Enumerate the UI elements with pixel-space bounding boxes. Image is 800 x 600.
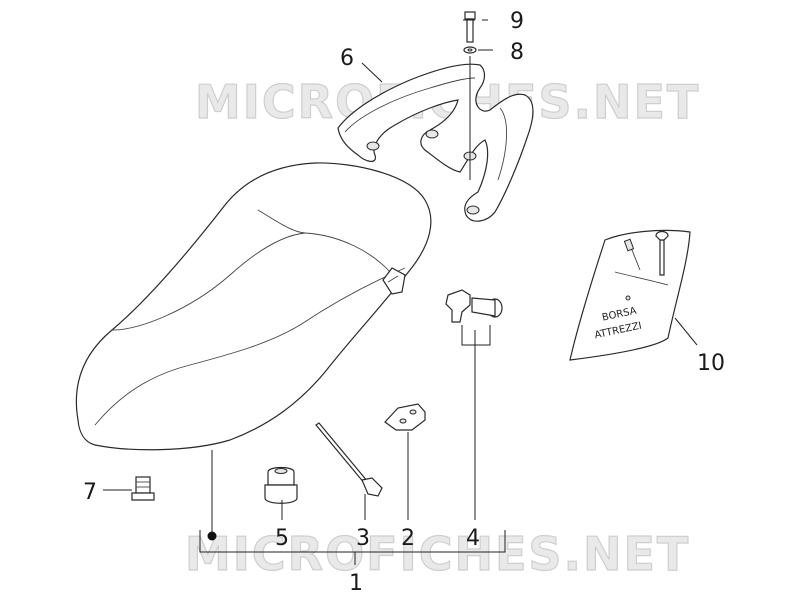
bracket [384,403,426,431]
callouts: 1 2 3 4 5 6 7 8 9 10 [83,9,725,596]
callout-7: 7 [83,480,97,505]
leader-lines [103,19,698,565]
callout-5: 5 [275,526,289,551]
cable-tie [315,422,383,497]
callout-3: 3 [356,526,370,551]
seat [75,162,432,451]
watermark-bottom: MICROFICHES.NET [185,527,690,581]
callout-6: 6 [340,46,354,71]
callout-1: 1 [349,571,363,596]
bolt [464,11,476,43]
callout-4: 4 [466,526,480,551]
screw [131,476,155,501]
callout-2: 2 [401,526,415,551]
tool-bag: BORSA ATTREZZI [569,229,691,361]
callout-8: 8 [510,40,524,65]
washer [463,46,477,54]
callout-9: 9 [510,9,524,34]
hook-pin-set [445,289,503,323]
rubber-bushing [264,466,298,504]
seat-reference-dot [207,531,217,541]
callout-10: 10 [697,351,725,376]
